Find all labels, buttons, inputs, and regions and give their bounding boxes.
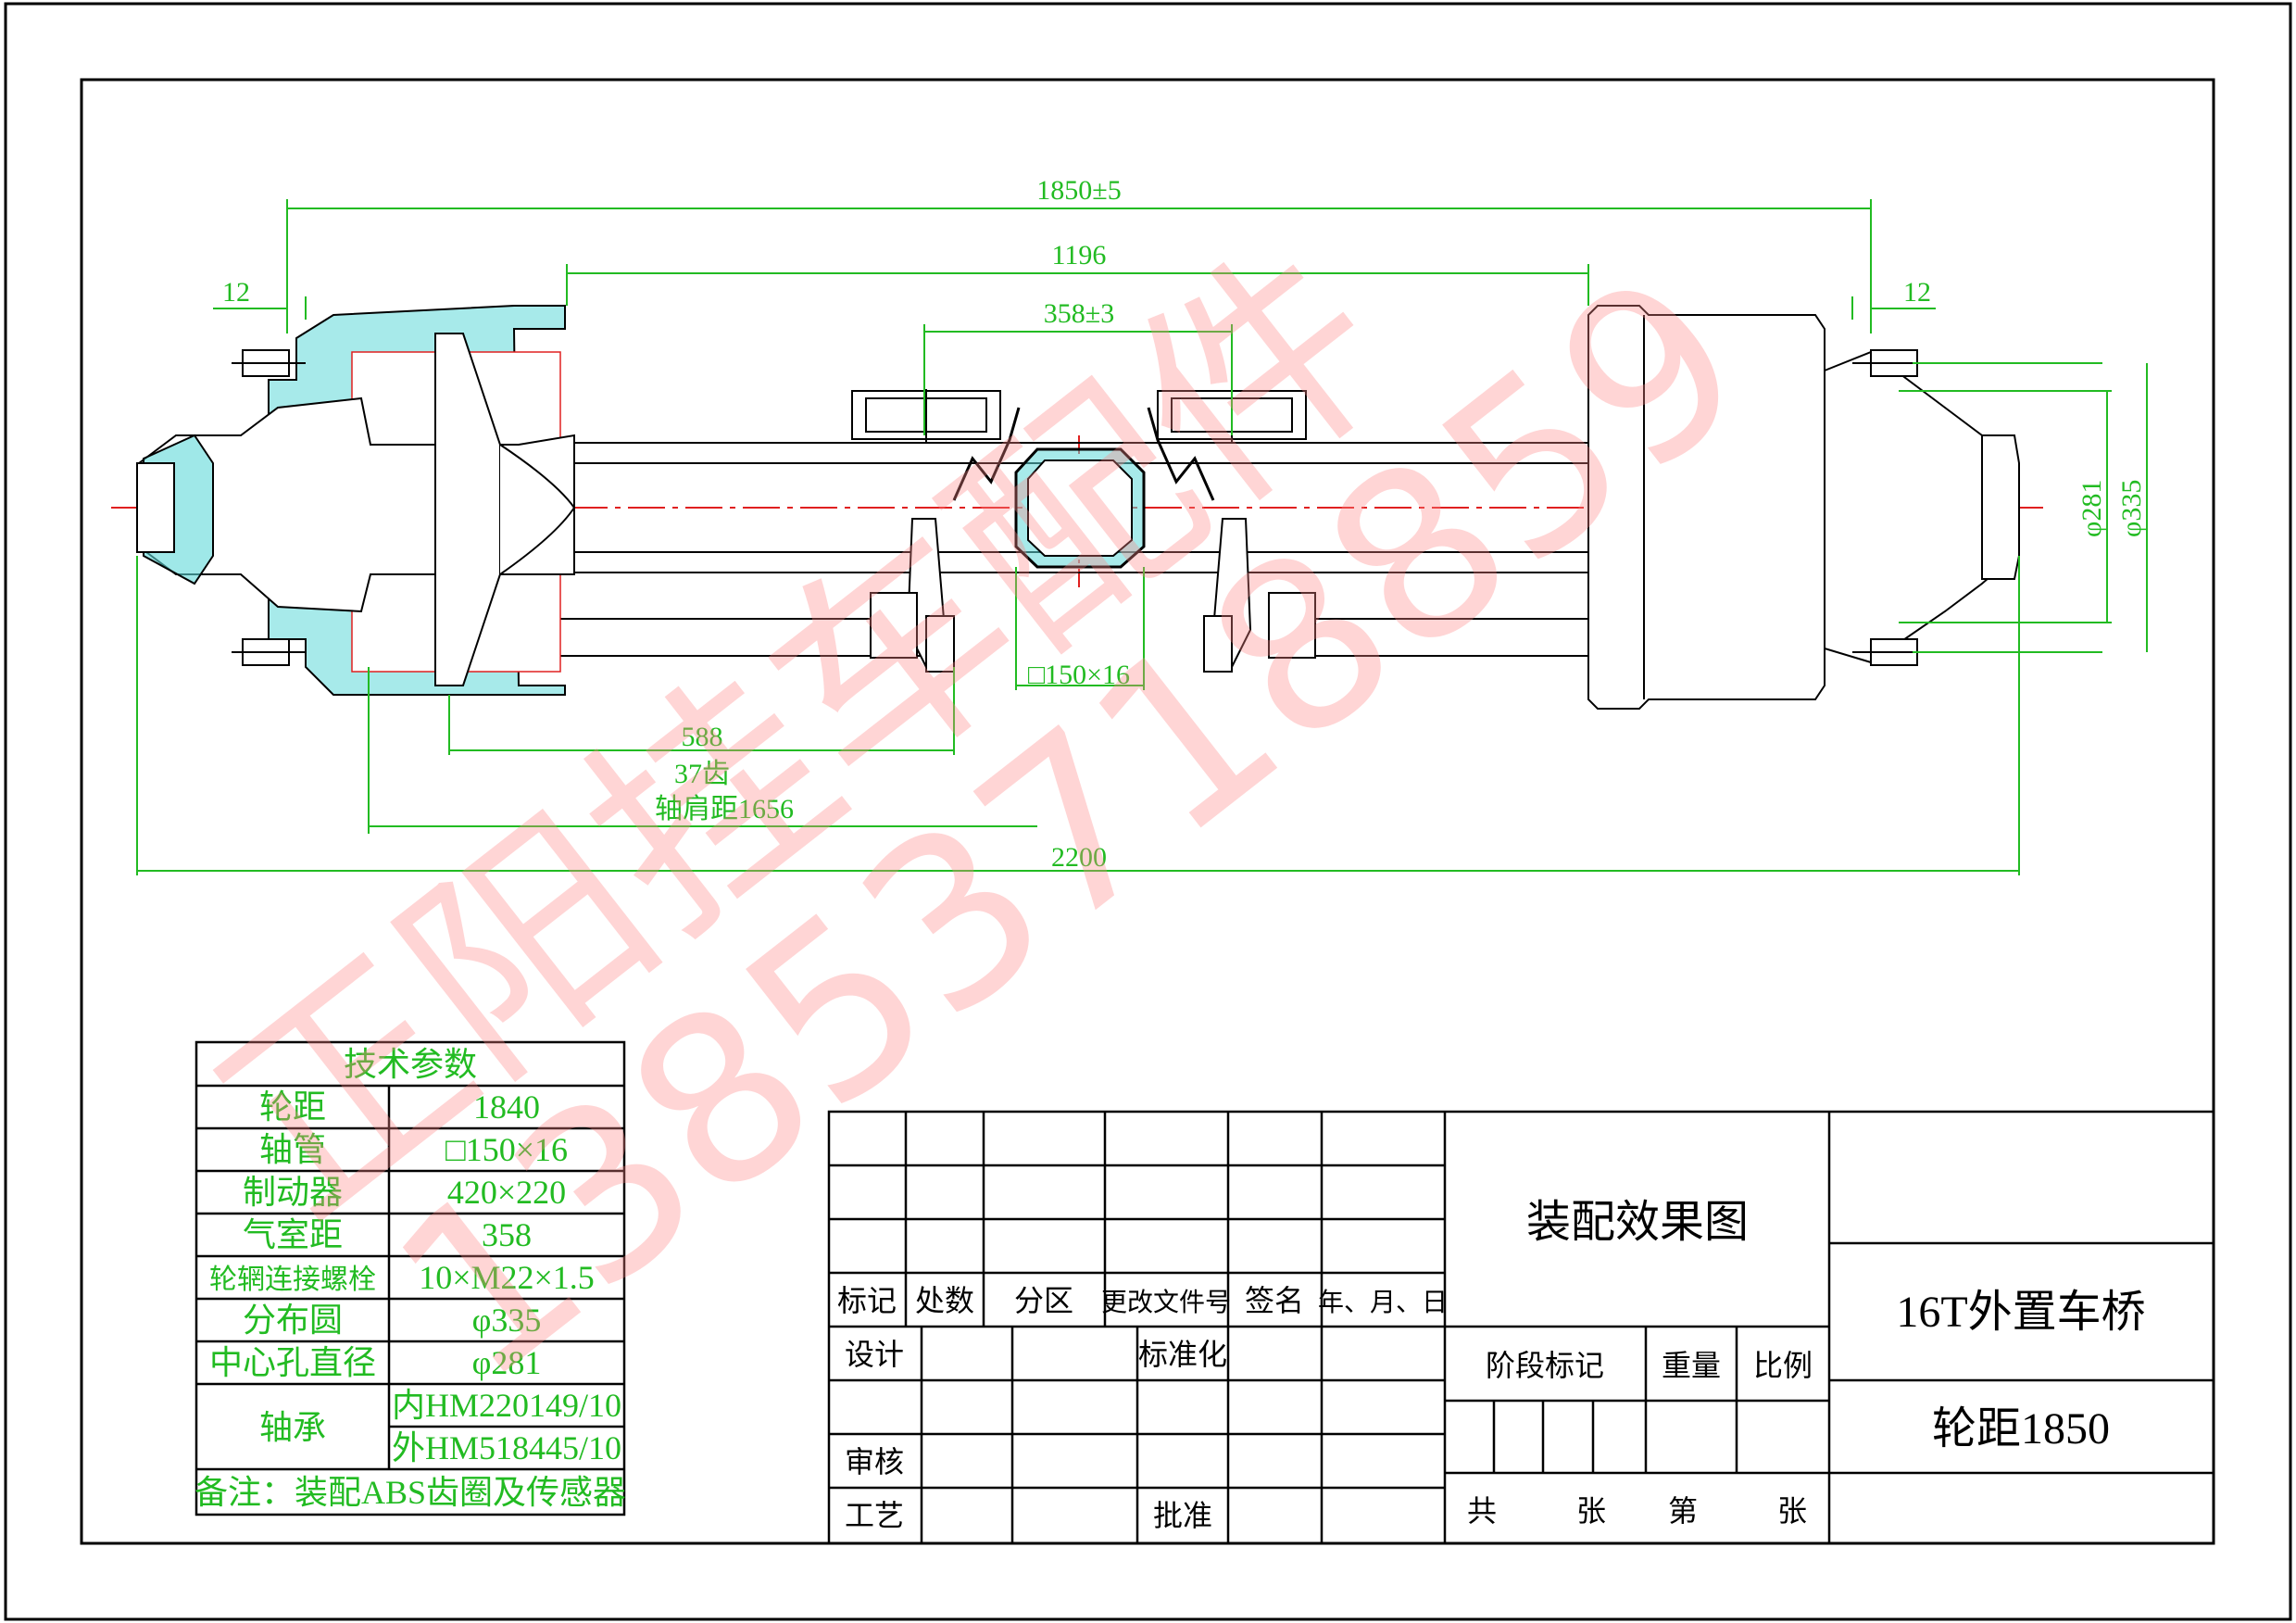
spec-title: 技术参数: [344, 1046, 477, 1083]
tb-track: 轮距1850: [1932, 1404, 2110, 1453]
tb-weight: 重量: [1662, 1349, 1721, 1382]
tb-design: 设计: [845, 1338, 904, 1371]
dimensions: [136, 199, 2148, 875]
tb-signature: 签名: [1245, 1284, 1304, 1317]
tb-scale: 比例: [1753, 1349, 1813, 1382]
right-hub: [1587, 305, 2020, 710]
spec-value-chamber: 358: [482, 1216, 532, 1253]
dim-bolt-circle: φ335: [2116, 480, 2147, 537]
spec-label-chamber: 气室距: [243, 1216, 343, 1253]
tb-count: 处数: [915, 1284, 974, 1317]
spec-value-tube: □150×16: [445, 1131, 568, 1168]
tb-stage-mark: 阶段标记: [1486, 1349, 1604, 1382]
left-hub: [136, 305, 576, 696]
spec-value-rim-bolt: 10×M22×1.5: [419, 1259, 595, 1296]
spec-label-brake: 制动器: [243, 1174, 343, 1211]
dim-right-offset: 12: [1903, 277, 1931, 308]
axle-drawing: [111, 305, 2047, 710]
spec-label-bearing: 轴承: [259, 1409, 326, 1446]
spec-value-center-hole: φ281: [472, 1344, 542, 1381]
right-slack-adjuster: [1203, 518, 1316, 673]
tb-number: 第: [1668, 1494, 1698, 1528]
spec-label-tube: 轴管: [259, 1131, 326, 1168]
spec-table: 技术参数 轮距 1840 轴管 □150×16 制动器 420×220 气室距 …: [194, 1040, 626, 1516]
tb-approve: 批准: [1153, 1499, 1212, 1532]
tb-review: 审核: [845, 1445, 904, 1478]
tb-total: 共: [1467, 1494, 1497, 1528]
dim-hole-dia: φ281: [2076, 480, 2107, 537]
tb-standardize: 标准化: [1138, 1338, 1227, 1371]
dim-spline-teeth: 37齿: [674, 759, 730, 789]
tb-zone: 分区: [1014, 1284, 1073, 1317]
spec-label-rim-bolt: 轮辋连接螺栓: [209, 1264, 376, 1295]
dim-flange-span: 1196: [1052, 240, 1107, 270]
spec-value-bearing-inner: 内HM220149/10: [392, 1387, 621, 1424]
dim-total-length: 2200: [1051, 842, 1107, 873]
sheet-border: [4, 2, 2292, 1621]
spec-label-center-hole: 中心孔直径: [209, 1344, 376, 1381]
left-air-chamber: [851, 389, 1001, 443]
dim-shoulder-distance: 轴肩距1656: [655, 794, 794, 824]
spec-label-track: 轮距: [259, 1088, 326, 1126]
spec-value-track: 1840: [473, 1088, 540, 1126]
dim-tube-section: □150×16: [1028, 660, 1130, 690]
title-block: 标记 处数 分区 更改文件号 签名 年、月、日 设计 标准化 审核 工艺 批准 …: [827, 1110, 2215, 1545]
spec-value-brake: 420×220: [447, 1174, 566, 1211]
dim-left-offset: 12: [222, 277, 250, 308]
tb-change-doc: 更改文件号: [1101, 1288, 1231, 1317]
dim-chamber-spacing: 358±3: [1044, 298, 1114, 329]
spec-label-bolt-circle: 分布圆: [243, 1302, 343, 1339]
tb-drawing-title: 装配效果图: [1526, 1198, 1749, 1247]
tb-mark: 标记: [837, 1284, 897, 1317]
dimension-labels: 1850±5 1196 358±3 12 12 φ281 φ335 □150×1…: [222, 175, 2147, 873]
tb-date: 年、月、日: [1318, 1288, 1448, 1317]
dim-overall-width: 1850±5: [1036, 175, 1121, 206]
spec-value-bearing-outer: 外HM518445/10: [392, 1429, 621, 1466]
tb-process: 工艺: [845, 1499, 904, 1532]
tb-sheet-2: 张: [1777, 1494, 1807, 1528]
left-slack-adjuster: [870, 518, 955, 673]
dim-camshaft-length: 588: [682, 722, 723, 752]
tb-sheet: 张: [1576, 1494, 1606, 1528]
tb-product-name: 16T外置车桥: [1896, 1288, 2145, 1337]
spec-note: 备注：装配ABS齿圈及传感器: [194, 1474, 626, 1511]
spec-value-bolt-circle: φ335: [472, 1302, 542, 1339]
